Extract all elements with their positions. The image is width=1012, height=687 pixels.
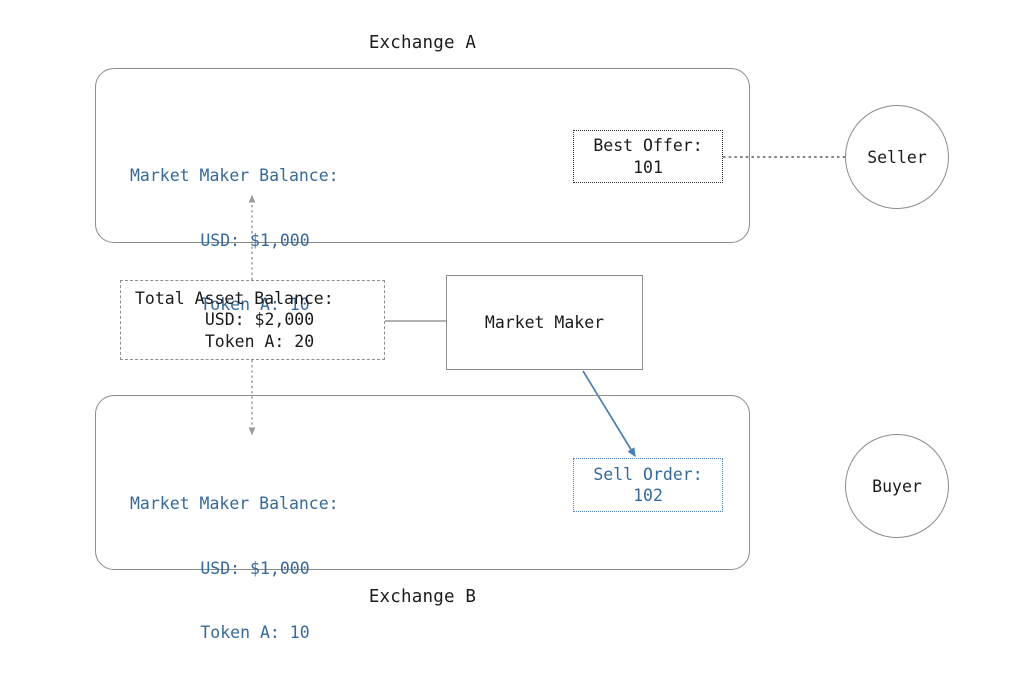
best-offer-value: 101 — [633, 157, 663, 177]
total-asset-title: Total Asset Balance: — [135, 288, 334, 308]
buyer-label: Buyer — [872, 476, 922, 496]
exchange-b-balance-usd: USD: $1,000 — [200, 558, 310, 578]
exchange-a-balance-token: Token A: 10 — [200, 295, 310, 314]
exchange-a-container — [95, 68, 750, 243]
exchange-b-balance-title: Market Maker Balance: — [130, 494, 339, 513]
total-asset-usd: USD: $2,000 — [204, 310, 315, 330]
exchange-b-market-maker-balance: Market Maker Balance: USD: $1,000 Token … — [130, 450, 380, 687]
seller-node[interactable]: Seller — [845, 105, 949, 209]
exchange-b-title: Exchange B — [368, 587, 477, 607]
exchange-b-balance-token: Token A: 10 — [200, 623, 310, 642]
sell-order-title: Sell Order: — [593, 464, 703, 484]
market-maker-label: Market Maker — [484, 313, 605, 332]
exchange-a-balance-title: Market Maker Balance: — [130, 166, 339, 185]
buyer-node[interactable]: Buyer — [845, 434, 949, 538]
best-offer-title: Best Offer: — [593, 136, 703, 155]
total-asset-balance-box[interactable]: Total Asset Balance: USD: $2,000 Token A… — [120, 280, 385, 360]
sell-order-box[interactable]: Sell Order: 102 — [573, 458, 723, 512]
seller-label: Seller — [867, 147, 927, 167]
diagram-canvas: Exchange A Market Maker Balance: USD: $1… — [95, 33, 949, 642]
exchange-b-container — [95, 395, 750, 570]
best-offer-box[interactable]: Best Offer: 101 — [573, 130, 723, 183]
exchange-a-title: Exchange A — [368, 33, 477, 53]
sell-order-value: 102 — [633, 486, 663, 505]
exchange-a-market-maker-balance: Market Maker Balance: USD: $1,000 Token … — [130, 122, 380, 359]
exchange-a-balance-usd: USD: $1,000 — [200, 230, 310, 250]
market-maker-box[interactable]: Market Maker — [446, 275, 643, 370]
total-asset-token: Token A: 20 — [204, 331, 315, 351]
